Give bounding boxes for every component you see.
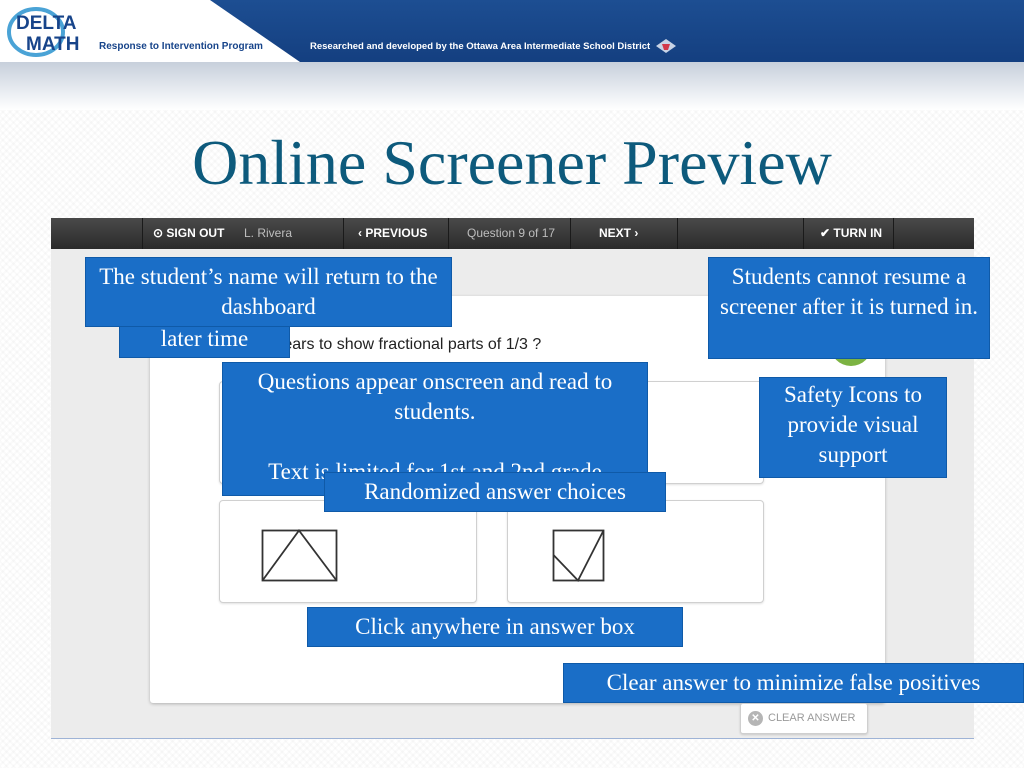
student-name: L. Rivera xyxy=(244,226,293,240)
previous-label: PREVIOUS xyxy=(365,226,428,240)
program-name: Response to Intervention Program xyxy=(99,41,263,52)
chevron-right-icon: › xyxy=(634,226,639,240)
next-button[interactable]: NEXT › xyxy=(570,218,677,249)
clear-answer-button[interactable]: ✕ CLEAR ANSWER xyxy=(740,703,868,734)
toolbar-spacer xyxy=(677,218,803,249)
callout-clear-answer: Clear answer to minimize false positives xyxy=(563,663,1024,703)
triangle-in-rectangle-figure xyxy=(261,529,338,582)
next-label: NEXT xyxy=(599,226,632,240)
sign-out-button[interactable]: ⊙ SIGN OUT xyxy=(142,218,238,249)
turn-in-label: TURN IN xyxy=(833,226,883,240)
svg-text:DELTA: DELTA xyxy=(16,13,77,34)
divided-square-figure xyxy=(552,529,605,583)
question-prompt: am appears to show fractional parts of 1… xyxy=(230,336,542,353)
district-logo-icon xyxy=(656,39,676,53)
clear-answer-label: CLEAR ANSWER xyxy=(768,712,856,724)
callout-safety-icons: Safety Icons to provide visual support xyxy=(759,377,947,478)
checkmark-icon: ✔ xyxy=(820,226,831,240)
delta-math-logo: DELTA MATH xyxy=(7,7,79,57)
answer-box-4[interactable] xyxy=(507,500,764,603)
turn-in-button[interactable]: ✔ TURN IN xyxy=(803,218,893,249)
callout-student-name: The student’s name will return to the da… xyxy=(85,257,452,327)
clear-x-icon: ✕ xyxy=(748,711,763,726)
previous-button[interactable]: ‹ PREVIOUS xyxy=(343,218,449,249)
svg-text:MATH: MATH xyxy=(26,34,79,55)
answer-box-3[interactable] xyxy=(219,500,477,603)
sign-out-label: SIGN OUT xyxy=(166,226,225,240)
callout-gap xyxy=(235,427,635,457)
slide-title: Online Screener Preview xyxy=(192,127,832,198)
header-band xyxy=(0,62,1024,110)
screener-toolbar: ⊙ SIGN OUT L. Rivera ‹ PREVIOUS Question… xyxy=(51,218,974,249)
callout-cannot-resume: Students cannot resume a screener after … xyxy=(708,257,990,359)
question-counter: Question 9 of 17 xyxy=(448,218,570,249)
callout-randomized: Randomized answer choices xyxy=(324,472,666,512)
callout-click-anywhere: Click anywhere in answer box xyxy=(307,607,683,647)
chevron-left-icon: ‹ xyxy=(358,226,362,240)
toolbar-end xyxy=(893,218,974,249)
power-icon: ⊙ xyxy=(153,226,164,240)
callout-questions-text: Questions appear onscreen and read to st… xyxy=(257,369,613,424)
district-tagline: Researched and developed by the Ottawa A… xyxy=(310,41,651,52)
